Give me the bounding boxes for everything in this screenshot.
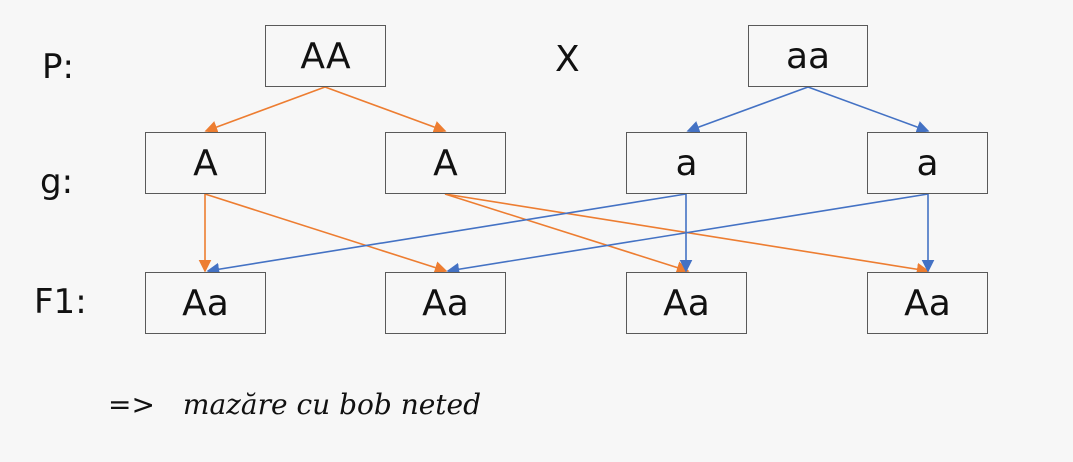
parent-box-right: aa (748, 25, 868, 87)
arrow-AA-to-A1 (204, 86, 326, 134)
offspring-box: Aa (626, 272, 747, 334)
arrow-aa-to-a1 (686, 86, 809, 134)
parent-box-left: AA (265, 25, 386, 87)
arrow-aa-to-a2 (807, 86, 930, 134)
conclusion-arrow: => (108, 388, 155, 421)
offspring-box: Aa (385, 272, 506, 334)
row-label-f1: F1: (34, 282, 87, 322)
row-label-p: P: (42, 47, 74, 87)
arrow-A2-to-Aa3 (444, 193, 690, 274)
arrow-AA-to-A2 (324, 86, 447, 134)
gamete-box: a (626, 132, 747, 194)
gamete-box: a (867, 132, 988, 194)
gamete-box: A (145, 132, 266, 194)
offspring-box: Aa (867, 272, 988, 334)
arrow-a2-to-Aa2 (446, 193, 929, 276)
offspring-box: Aa (145, 272, 266, 334)
arrow-A1-to-Aa2 (204, 193, 448, 274)
cross-symbol: X (555, 39, 580, 80)
conclusion-text: mazăre cu bob neted (182, 388, 482, 421)
gamete-box: A (385, 132, 506, 194)
arrow-a1-to-Aa1 (206, 193, 687, 276)
row-label-g: g: (40, 162, 74, 202)
conclusion: => mazăre cu bob neted (108, 388, 481, 421)
